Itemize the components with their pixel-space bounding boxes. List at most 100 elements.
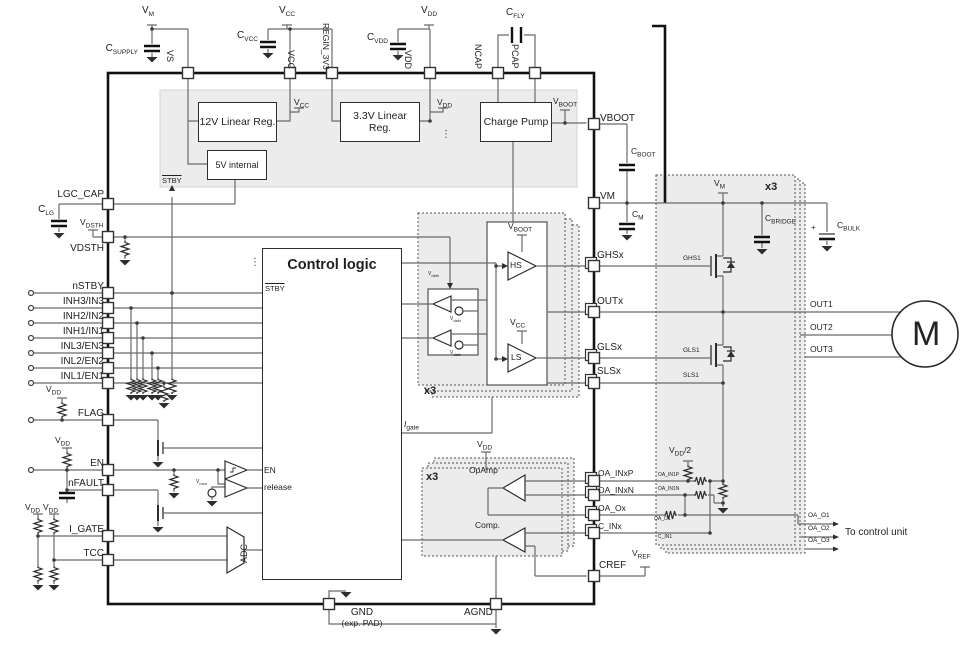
ellipsis-regulators: ⋮	[441, 129, 451, 140]
comp-label: Comp.	[475, 520, 501, 530]
stby-logic-label: STBY	[265, 284, 285, 293]
vdd-igate-label: VDD	[25, 502, 41, 515]
cbridge-label: CBRIDGE	[765, 213, 797, 226]
ls-driver-label: LS	[511, 352, 522, 362]
oa-o2-out-label: OA_O2	[808, 525, 830, 532]
power-stage-x3-box	[655, 174, 806, 554]
opamp-label: OpAmp	[469, 465, 498, 475]
opamp-comp-x3-box	[421, 457, 575, 557]
x3-power-label: x3	[765, 181, 778, 193]
pin-gnd-pad-label: (exp. PAD)	[341, 618, 383, 628]
vboot-hs-label: VBOOT	[508, 221, 533, 234]
x3-driver-label: x3	[424, 385, 437, 397]
cboot-label: CBOOT	[631, 146, 656, 159]
pin-nfault-label: nFAULT	[68, 478, 104, 489]
gls1-label: GLS1	[683, 347, 700, 354]
vdd-flag-label: VDD	[46, 384, 62, 397]
cvcc-label: CVCC	[237, 30, 258, 43]
pin-inl3-label: INL3/EN3	[60, 341, 104, 352]
igate-tcc-wiring	[33, 513, 262, 584]
external-terminals	[27, 289, 35, 474]
pin-nstby-label: nSTBY	[72, 281, 104, 292]
power-stage	[597, 192, 901, 507]
ghs1-label: GHS1	[683, 255, 701, 262]
en-release-label-2: release	[264, 482, 292, 492]
vdsth-arrow-label: Vdsth	[428, 271, 439, 278]
pin-gnd-label: GND	[350, 607, 374, 618]
pin-vs-label: VS	[165, 50, 175, 63]
block-control-logic: Control logic	[262, 248, 402, 580]
top-supply-wiring	[144, 24, 667, 203]
pin-vm-label: VM	[600, 191, 615, 202]
hs-driver-label: HS	[510, 260, 522, 270]
opamp-comp-section	[400, 451, 650, 598]
vref-label: VREF	[632, 548, 651, 561]
pin-pcap-label: PCAP	[510, 44, 520, 69]
lgc-vdsth-wiring	[51, 178, 451, 283]
pin-ncap-label: NCAP	[473, 44, 483, 70]
stby-reg-label: STBY	[162, 176, 182, 185]
vdd2-label: VDD/2	[669, 445, 692, 458]
block-5v-internal: 5V internal	[207, 150, 267, 180]
vdsth-supply-label: VDSTH	[80, 217, 104, 230]
x3-opamp-label: x3	[426, 471, 439, 483]
ground-wiring	[328, 590, 497, 628]
vcc-ls-label: VCC	[510, 317, 526, 330]
cbulk-plus-label: +	[811, 223, 816, 232]
vdd-opamp-label: VDD	[477, 439, 493, 452]
vdsth-comp2-label: Vdsth	[450, 350, 461, 357]
to-control-unit-label: To control unit	[845, 527, 908, 538]
vmon-label: Vmon	[196, 479, 208, 486]
adc-label: ADC	[239, 543, 249, 563]
vcc-out-label: VCC	[294, 97, 310, 110]
motor-symbol	[891, 300, 959, 368]
oa-in1p-label: OA_IN1P	[658, 472, 680, 478]
oa-in1n-label: OA_IN1N	[658, 486, 680, 492]
vdd-out-label: VDD	[437, 97, 453, 110]
vm-supply-label: VM	[142, 5, 155, 18]
pin-vdd-label: VDD	[403, 50, 413, 70]
cfly-label: CFLY	[506, 7, 525, 20]
pin-oa-ox-label: OA_Ox	[598, 503, 626, 513]
pin-igate-label: I_GATE	[69, 524, 104, 535]
pin-ghsx-label: GHSx	[597, 250, 624, 261]
pin-en-label: EN	[90, 458, 104, 469]
oa-o3-out-label: OA_O3	[808, 537, 830, 544]
pin-outx-label: OUTx	[597, 296, 624, 307]
vm-bridge-label: VM	[714, 178, 726, 191]
clg-label: CLG	[38, 204, 54, 217]
vdd-en-label: VDD	[55, 435, 71, 448]
pin-flag-label: FLAG	[77, 408, 104, 419]
cvdd-label: CVDD	[367, 32, 388, 45]
pin-slsx-label: SLSx	[597, 366, 621, 377]
pin-lgc-cap-label: LGC_CAP	[57, 189, 104, 200]
pin-inl2-label: INL2/EN2	[60, 356, 104, 367]
pin-cref-label: CREF	[599, 560, 627, 571]
vboot-vm-external	[597, 123, 827, 234]
block-charge-pump: Charge Pump	[480, 102, 552, 142]
oa-o1-net-label: OA_O1	[654, 516, 671, 522]
out3-label: OUT3	[810, 344, 833, 354]
sls1-label: SLS1	[683, 372, 699, 379]
flag-wiring	[33, 397, 262, 461]
pin-inh3-label: INH3/IN3	[62, 296, 104, 307]
stby-arrow	[169, 185, 175, 191]
en-release-label-1: EN	[264, 465, 276, 475]
oa-o1-out-label: OA_O1	[808, 512, 830, 519]
out1-label: OUT1	[810, 299, 833, 309]
vdsth-comp1-label: Vdsth	[450, 316, 461, 323]
pin-regin-label: REGIN_3V3	[321, 23, 331, 70]
pin-oa-inxn-label: OA_INxN	[598, 485, 634, 495]
vdsth-arrow	[447, 283, 453, 289]
sense-network	[597, 460, 833, 550]
vboot-out-label: VBOOT	[553, 96, 578, 109]
pin-c-inx-label: C_INx	[598, 521, 622, 531]
block-33v-linear-reg: 3.3V Linear Reg.	[340, 102, 420, 142]
ellipsis-inputs: ⋮	[250, 257, 260, 268]
pin-inh1-label: INH1/IN1	[62, 326, 104, 337]
pin-inl1-label: INL1/EN1	[60, 371, 104, 382]
block-12v-linear-reg: 12V Linear Reg.	[198, 102, 277, 142]
vdd-supply-label: VDD	[421, 5, 438, 18]
